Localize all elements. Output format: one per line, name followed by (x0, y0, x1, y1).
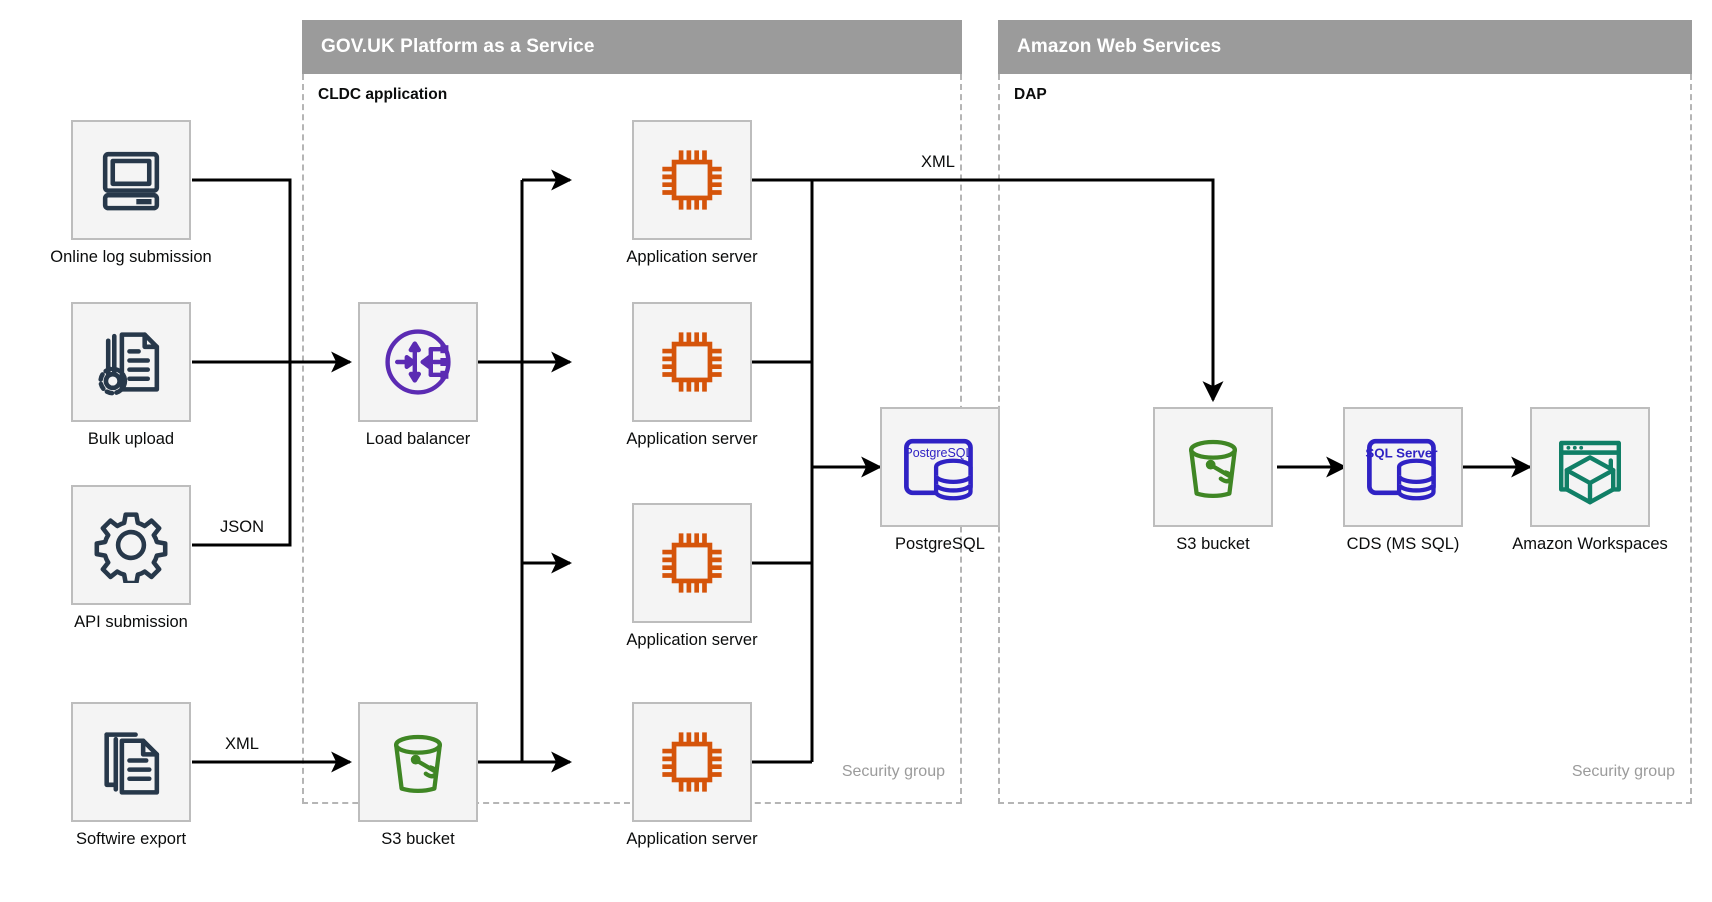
tile-cds-ms-sql: SQL Server (1343, 407, 1463, 527)
node-label-app-server-2: Application server (626, 430, 758, 448)
node-app-server-1[interactable]: Application server (626, 120, 758, 266)
node-s3-bucket-paas[interactable]: S3 bucket (358, 702, 478, 848)
node-label-s3-bucket-paas: S3 bucket (381, 830, 455, 848)
tile-load-balancer (358, 302, 478, 422)
edge-label-json: JSON (219, 518, 265, 536)
node-label-app-server-4: Application server (626, 830, 758, 848)
postgresql-database-icon: PostgreSQL (897, 424, 983, 510)
group-title-aws: Amazon Web Services (1017, 36, 1222, 57)
node-label-online-log-submission: Online log submission (50, 248, 212, 266)
node-app-server-3[interactable]: Application server (626, 503, 758, 649)
group-header-paas: GOV.UK Platform as a Service (302, 20, 962, 74)
group-subtitle-paas: CLDC application (318, 86, 448, 103)
documents-stack-icon (93, 724, 169, 800)
node-load-balancer[interactable]: Load balancer (358, 302, 478, 448)
node-postgresql[interactable]: PostgreSQL PostgreSQL (880, 407, 1000, 553)
document-gear-icon (93, 324, 169, 400)
security-group-label-aws: Security group (1571, 763, 1675, 780)
node-app-server-4[interactable]: Application server (626, 702, 758, 848)
edge-label-softwire-xml: XML (225, 735, 259, 753)
node-s3-bucket-aws[interactable]: S3 bucket (1153, 407, 1273, 553)
cpu-chip-icon (653, 141, 731, 219)
cpu-chip-icon (653, 524, 731, 602)
tile-bulk-upload (71, 302, 191, 422)
node-label-postgresql: PostgreSQL (895, 535, 985, 553)
node-cds-ms-sql[interactable]: SQL Server CDS (MS SQL) (1343, 407, 1463, 553)
tile-app-server-3 (632, 503, 752, 623)
node-label-app-server-1: Application server (626, 248, 758, 266)
tile-softwire-export (71, 702, 191, 822)
amazon-workspaces-icon (1550, 427, 1630, 507)
node-label-cds-ms-sql: CDS (MS SQL) (1346, 535, 1460, 553)
sql-server-database-icon: SQL Server (1360, 424, 1446, 510)
desktop-computer-icon (93, 142, 169, 218)
node-label-bulk-upload: Bulk upload (87, 430, 175, 448)
cpu-chip-icon (653, 723, 731, 801)
node-label-softwire-export: Softwire export (75, 830, 187, 848)
tile-postgresql: PostgreSQL (880, 407, 1000, 527)
node-softwire-export[interactable]: Softwire export (71, 702, 191, 848)
tile-api-submission (71, 485, 191, 605)
s3-bucket-icon (379, 723, 457, 801)
node-amazon-workspaces[interactable]: Amazon Workspaces (1512, 407, 1668, 553)
tile-app-server-2 (632, 302, 752, 422)
tile-s3-bucket-aws (1153, 407, 1273, 527)
node-label-api-submission: API submission (74, 613, 188, 631)
group-title-paas: GOV.UK Platform as a Service (321, 36, 595, 57)
tile-app-server-4 (632, 702, 752, 822)
cpu-chip-icon (653, 323, 731, 401)
s3-bucket-icon (1174, 428, 1252, 506)
node-label-load-balancer: Load balancer (365, 430, 471, 448)
tile-app-server-1 (632, 120, 752, 240)
node-api-submission[interactable]: API submission (71, 485, 191, 631)
node-label-app-server-3: Application server (626, 631, 758, 649)
node-online-log-submission[interactable]: Online log submission (50, 120, 212, 266)
postgresql-badge-text: PostgreSQL (904, 446, 972, 460)
tile-s3-bucket-paas (358, 702, 478, 822)
edge-label-appserver-xml: XML (921, 153, 955, 171)
sql-server-badge-text: SQL Server (1365, 446, 1437, 461)
node-label-amazon-workspaces: Amazon Workspaces (1512, 535, 1668, 553)
node-bulk-upload[interactable]: Bulk upload (71, 302, 191, 448)
node-app-server-2[interactable]: Application server (626, 302, 758, 448)
gear-icon (93, 507, 169, 583)
tile-online-log-submission (71, 120, 191, 240)
tile-amazon-workspaces (1530, 407, 1650, 527)
security-group-label-paas: Security group (841, 763, 945, 780)
group-header-aws: Amazon Web Services (998, 20, 1692, 74)
load-balancer-icon (378, 322, 458, 402)
group-subtitle-aws: DAP (1014, 86, 1047, 103)
node-label-s3-bucket-aws: S3 bucket (1176, 535, 1250, 553)
